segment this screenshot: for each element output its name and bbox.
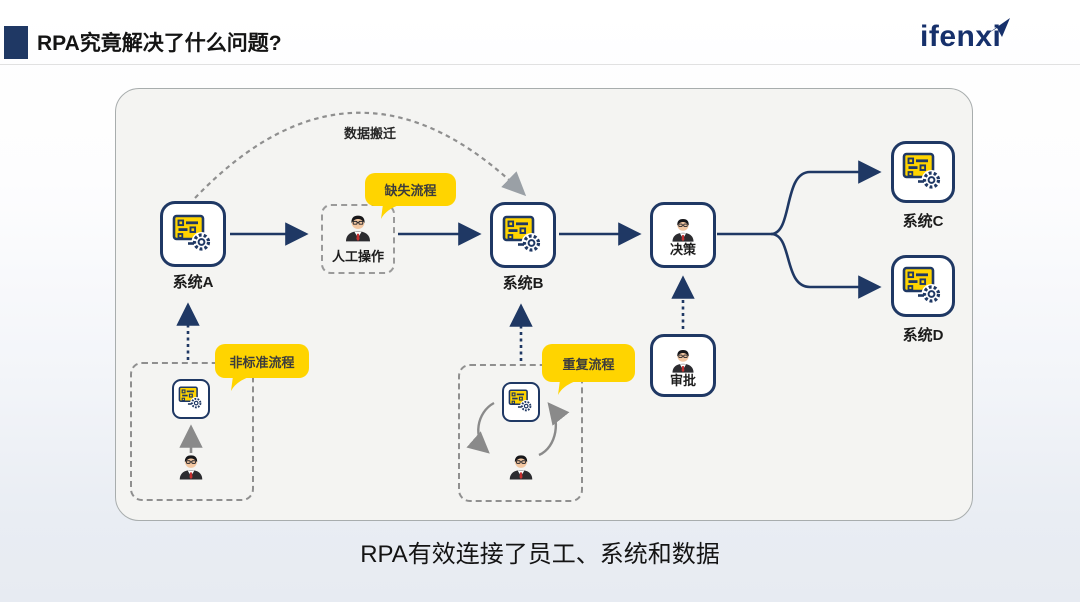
system-d-node <box>891 255 955 317</box>
ifenxi-logo: ifenxi <box>920 18 1011 54</box>
system-b-label: 系统B <box>502 275 544 292</box>
manual-operation-node: 人工操作 <box>321 204 395 274</box>
callout-repetitive-text: 重复流程 <box>562 356 615 372</box>
title-accent-square <box>4 26 28 59</box>
manual-operation-label: 人工操作 <box>331 249 384 264</box>
arc-label: 数据搬迁 <box>343 126 396 141</box>
callout-tail <box>380 204 402 219</box>
slide-caption: RPA有效连接了员工、系统和数据 <box>360 541 720 568</box>
businessman-icon <box>669 346 697 374</box>
system-app-icon <box>500 210 546 261</box>
system-d-label: 系统D <box>902 327 944 344</box>
system-c-node <box>891 141 955 203</box>
callout-tail <box>557 380 579 395</box>
system-app-small-node <box>502 382 540 422</box>
non-standard-process-zone <box>130 362 254 501</box>
logo-arrow-icon <box>987 11 1011 37</box>
system-app-icon <box>900 147 946 198</box>
approval-label: 审批 <box>669 372 696 388</box>
system-c-label: 系统C <box>902 213 944 230</box>
system-app-icon <box>900 261 946 312</box>
businessman-icon <box>669 215 697 243</box>
system-app-icon <box>177 383 205 416</box>
repetitive-process-zone <box>458 364 583 502</box>
businessman-icon <box>342 211 374 243</box>
system-app-icon <box>170 209 216 260</box>
callout-non-standard-process: 非标准流程 <box>215 344 309 391</box>
approval-node: 审批 <box>650 334 716 397</box>
callout-repetitive-process: 重复流程 <box>542 344 635 395</box>
system-app-small-node <box>172 379 210 419</box>
system-app-icon <box>507 386 535 419</box>
callout-missing-process: 缺失流程 <box>365 173 456 219</box>
system-a-label: 系统A <box>172 274 214 291</box>
system-a-node <box>160 201 226 267</box>
callout-non-standard-text: 非标准流程 <box>229 354 295 370</box>
decision-label: 决策 <box>669 242 696 257</box>
employee-icon <box>506 451 536 481</box>
callout-tail <box>230 376 252 391</box>
logo-text: ifenxi <box>920 20 1002 53</box>
callout-missing-text: 缺失流程 <box>384 183 437 198</box>
decision-node: 决策 <box>650 202 716 268</box>
page-title: RPA究竟解决了什么问题? <box>37 32 282 55</box>
header-divider <box>0 64 1080 65</box>
employee-icon <box>176 451 206 481</box>
system-b-node <box>490 202 556 268</box>
